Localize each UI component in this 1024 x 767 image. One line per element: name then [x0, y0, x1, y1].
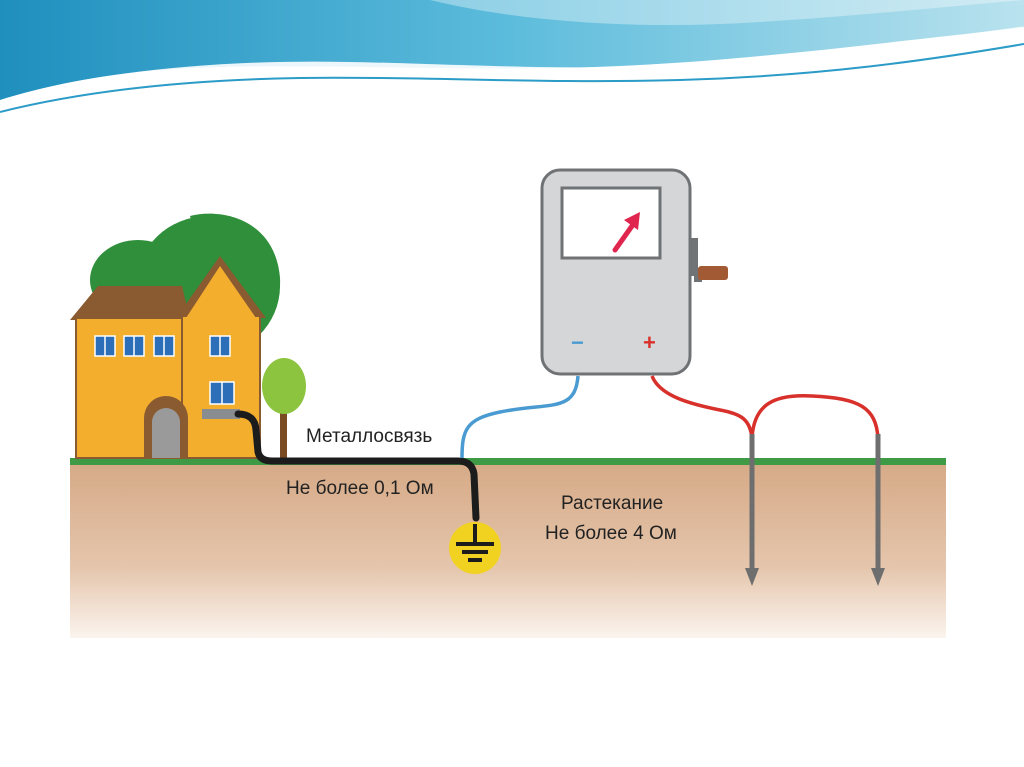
minus-terminal-sign: −: [571, 330, 584, 355]
house-icon: [70, 256, 266, 459]
metal-connection-label: Металлосвязь: [306, 426, 433, 447]
spreading-label: Растекание: [561, 493, 664, 514]
minus-wire: [460, 375, 580, 459]
ground-line: [70, 458, 946, 465]
ground-electrode-icon: [871, 434, 885, 586]
soil: [70, 464, 946, 638]
ground-electrode-icon: [745, 434, 759, 586]
metal-connection-wire: [234, 410, 480, 522]
slide-header-wave: [0, 0, 1024, 113]
plus-wire-loop: [750, 394, 880, 439]
plus-terminal-sign: +: [643, 330, 656, 355]
grounding-diagram: [70, 168, 946, 638]
tree-icon: [262, 358, 306, 461]
metal-connection-limit: Не более 0,1 Ом: [286, 478, 434, 499]
plus-wire: [650, 375, 754, 439]
megohmmeter-icon: [540, 168, 728, 376]
ground-symbol-icon: [449, 522, 501, 574]
spreading-limit: Не более 4 Ом: [545, 523, 677, 544]
